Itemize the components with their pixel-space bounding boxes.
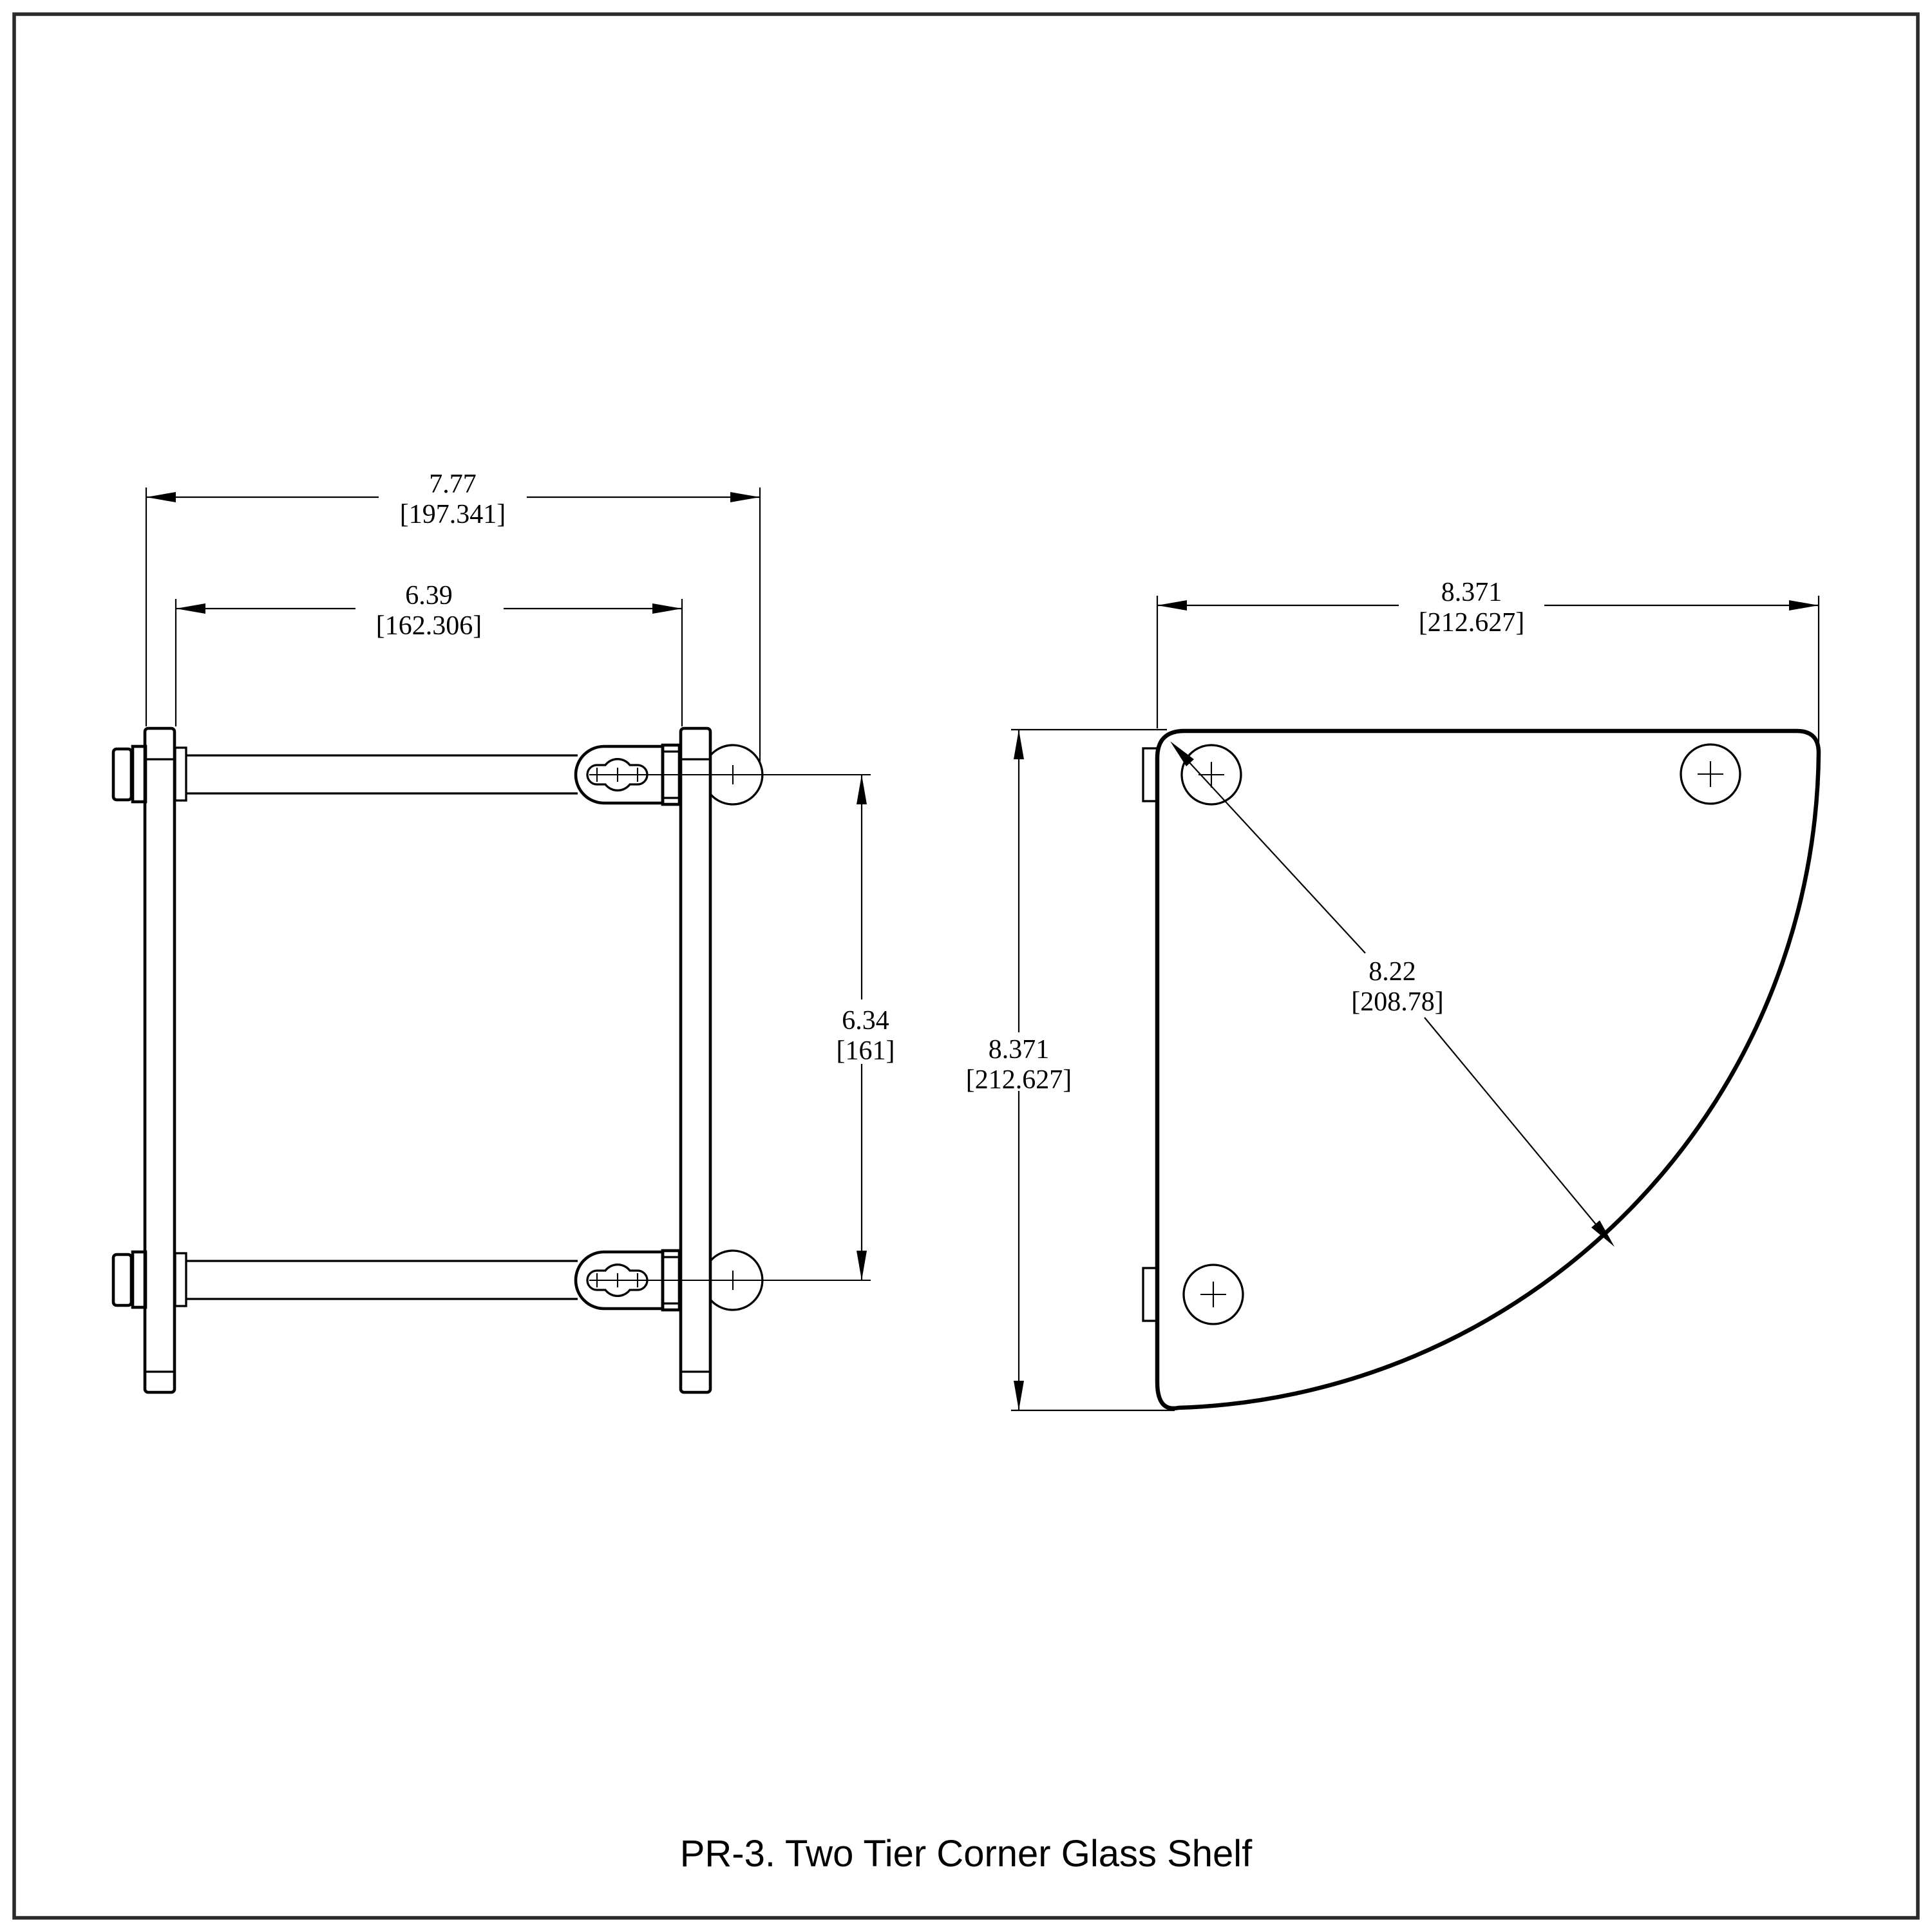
dimension-line xyxy=(1173,744,1366,954)
arrowhead-upleft-icon xyxy=(1170,741,1194,766)
top-plan-view: 8.371 [212.627] 8.371 [212.627] 8.22 [20… xyxy=(966,578,1821,1412)
left-panel-outline xyxy=(143,726,176,1394)
right-post xyxy=(1680,743,1741,805)
dim-value-inches: 8.371 xyxy=(989,1035,1050,1065)
dim-value-inches: 8.22 xyxy=(1368,957,1416,987)
dim-value-inches: 6.39 xyxy=(405,581,453,611)
bolt-washer xyxy=(174,746,187,802)
dim-value-inches: 6.34 xyxy=(842,1006,889,1036)
arrowhead-right-icon xyxy=(730,492,760,502)
wall-side-panel xyxy=(679,726,712,1394)
dim-shelf-width: 8.371 [212.627] xyxy=(1156,578,1820,749)
post-circle xyxy=(1180,744,1242,806)
arrowhead-left-icon xyxy=(176,603,205,614)
dim-inner-width: 6.39 [162.306] xyxy=(175,581,683,726)
dim-value-mm: [212.627] xyxy=(1419,608,1524,638)
dim-overall-width: 7.77 [197.341] xyxy=(145,469,761,764)
arrowhead-up-icon xyxy=(1014,730,1024,759)
dim-tier-spacing: 6.34 [161] xyxy=(837,775,895,1280)
top-rail xyxy=(185,754,578,795)
arrowhead-right-icon xyxy=(652,603,682,614)
glass-shelf-outline xyxy=(1155,728,1821,1411)
lower-post xyxy=(1182,1264,1244,1325)
bolt-flange xyxy=(131,744,147,804)
arrowhead-right-icon xyxy=(1789,600,1819,611)
dim-value-mm: [208.78] xyxy=(1351,987,1443,1017)
dim-diagonal: 8.22 [208.78] xyxy=(1170,741,1615,1247)
dim-value-inches: 7.77 xyxy=(429,469,477,499)
dim-value-inches: 8.371 xyxy=(1441,578,1502,607)
keyhole-slot xyxy=(586,758,649,791)
top-left-bolt xyxy=(111,744,187,804)
post-circle xyxy=(1182,1264,1244,1325)
post-circle xyxy=(1680,743,1741,805)
dim-value-mm: [212.627] xyxy=(966,1065,1072,1095)
arrowhead-left-icon xyxy=(146,492,176,502)
drawing-title: PR-3. Two Tier Corner Glass Shelf xyxy=(680,1833,1253,1875)
wall-bracket-tab-bottom xyxy=(1142,1267,1159,1322)
dim-value-mm: [162.306] xyxy=(376,611,482,641)
bolt-flange xyxy=(131,1250,147,1309)
side-elevation-view: 7.77 [197.341] 6.39 [162.306] 6.34 [161] xyxy=(111,469,895,1394)
arrowhead-down-icon xyxy=(857,1251,867,1280)
keyhole-slot xyxy=(586,1264,649,1297)
arrowhead-left-icon xyxy=(1157,600,1187,611)
dim-shelf-depth: 8.371 [212.627] xyxy=(966,728,1175,1412)
bolt-washer xyxy=(174,1252,187,1307)
dimension-line xyxy=(1424,1017,1612,1244)
arrowhead-downright-icon xyxy=(1591,1220,1615,1247)
bracket-housing xyxy=(574,1250,665,1311)
corner-post xyxy=(1180,744,1242,806)
bracket-housing xyxy=(574,744,665,805)
front-rail-panel xyxy=(143,726,176,1394)
drawing-border xyxy=(12,12,1920,1920)
dim-value-mm: [161] xyxy=(837,1036,895,1066)
bottom-rail xyxy=(185,1260,578,1300)
arrowhead-down-icon xyxy=(1014,1381,1024,1410)
bottom-left-bolt xyxy=(111,1250,187,1309)
right-panel-outline xyxy=(679,726,712,1394)
arrowhead-up-icon xyxy=(857,775,867,804)
dim-value-mm: [197.341] xyxy=(400,500,506,529)
wall-bracket-tab-top xyxy=(1142,747,1159,802)
